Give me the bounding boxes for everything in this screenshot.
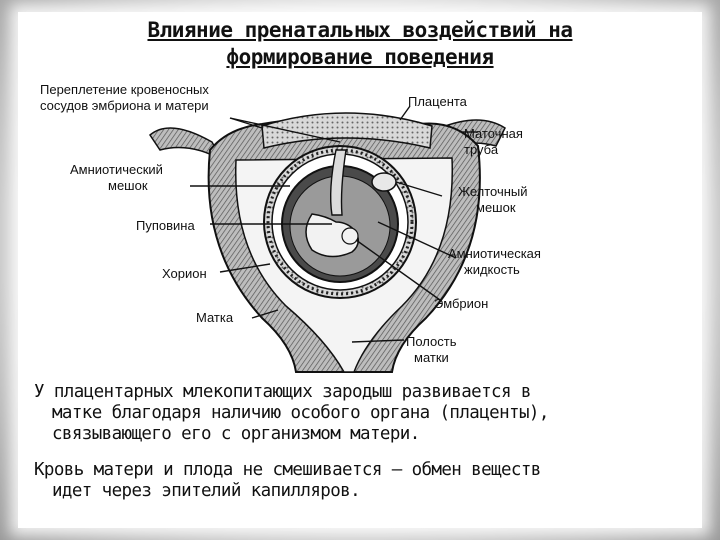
label-amniotic-sac-line-1: Амниотический: [70, 162, 163, 177]
label-interweaving-line-1: Переплетение кровеносных: [40, 82, 209, 97]
placenta-band: [261, 112, 433, 149]
label-amniotic-fluid-line-2: жидкость: [464, 262, 520, 277]
paragraph-2-line-2: идет через эпителий капилляров.: [52, 481, 361, 501]
slide-title-line-1: Влияние пренатальных воздействий на: [147, 18, 573, 42]
paragraph-2: Кровь матери и плода не смешивается – об…: [34, 460, 541, 502]
label-interweaving-line-2: сосудов эмбриона и матери: [40, 98, 209, 113]
paragraph-1-line-3: связывающего его с организмом матери.: [52, 424, 420, 444]
label-yolk-sac-line-1: Желточный: [458, 184, 528, 199]
left-uterine-tube: [149, 127, 224, 162]
paragraph-1: У плацентарных млекопитающих зародыш раз…: [34, 382, 549, 445]
label-placenta: Плацента: [408, 94, 467, 109]
paragraph-2-line-1: Кровь матери и плода не смешивается – об…: [34, 460, 541, 480]
label-umbilical-cord: Пуповина: [136, 218, 195, 233]
label-embryo: Эмбрион: [434, 296, 489, 311]
label-yolk-sac-line-2: мешок: [476, 200, 516, 215]
label-amniotic-fluid-line-1: Амниотическая: [448, 246, 541, 261]
label-chorion: Хорион: [162, 266, 207, 281]
label-uterine-cavity-line-2: матки: [414, 350, 449, 365]
umbilical-cord: [329, 149, 347, 216]
label-uterus: Матка: [196, 310, 234, 325]
slide-title-line-2: формирование поведения: [226, 45, 494, 69]
label-amniotic-sac-line-2: мешок: [108, 178, 148, 193]
paragraph-1-line-1: У плацентарных млекопитающих зародыш раз…: [34, 382, 531, 402]
paragraph-1-line-2: матке благодаря наличию особого органа (…: [52, 403, 549, 423]
label-uterine-tube-line-1: Маточная: [464, 126, 523, 141]
yolk-sac: [371, 172, 397, 192]
label-uterine-cavity-line-1: Полость: [406, 334, 457, 349]
label-uterine-tube-line-2: труба: [464, 142, 499, 157]
